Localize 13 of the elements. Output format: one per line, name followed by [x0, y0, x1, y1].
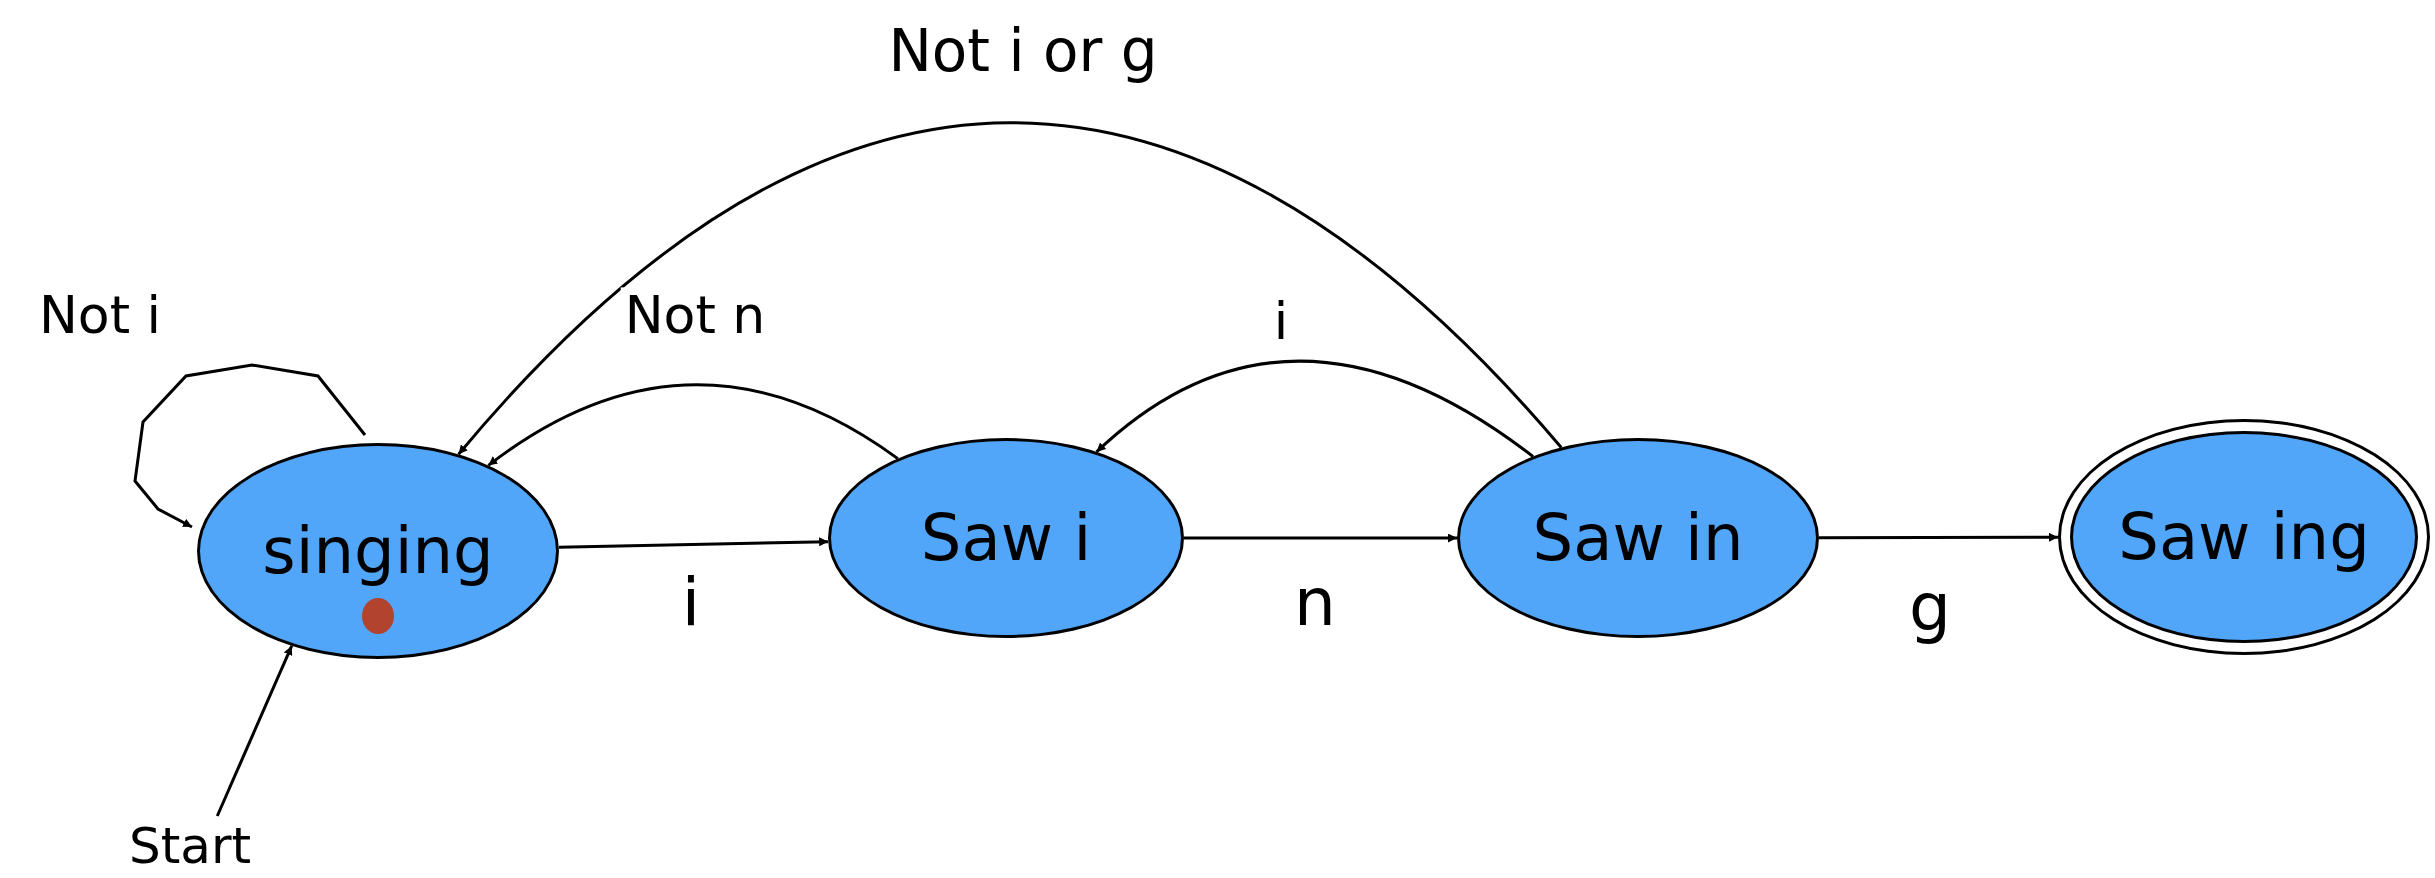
arrow: [457, 121, 1563, 456]
state-label: Saw i: [920, 501, 1092, 575]
state-label: singing: [262, 514, 494, 588]
node-label: Start: [128, 817, 252, 875]
state-label: Saw ing: [2118, 500, 2370, 574]
state-label: Saw in: [1532, 501, 1744, 575]
arrow: [487, 383, 899, 467]
arrow: [1095, 359, 1534, 458]
arrow: [558, 537, 829, 549]
arrow: [1184, 533, 1457, 543]
arrow: [133, 363, 367, 529]
arrow: [1819, 532, 2058, 542]
arrow: [215, 645, 294, 817]
